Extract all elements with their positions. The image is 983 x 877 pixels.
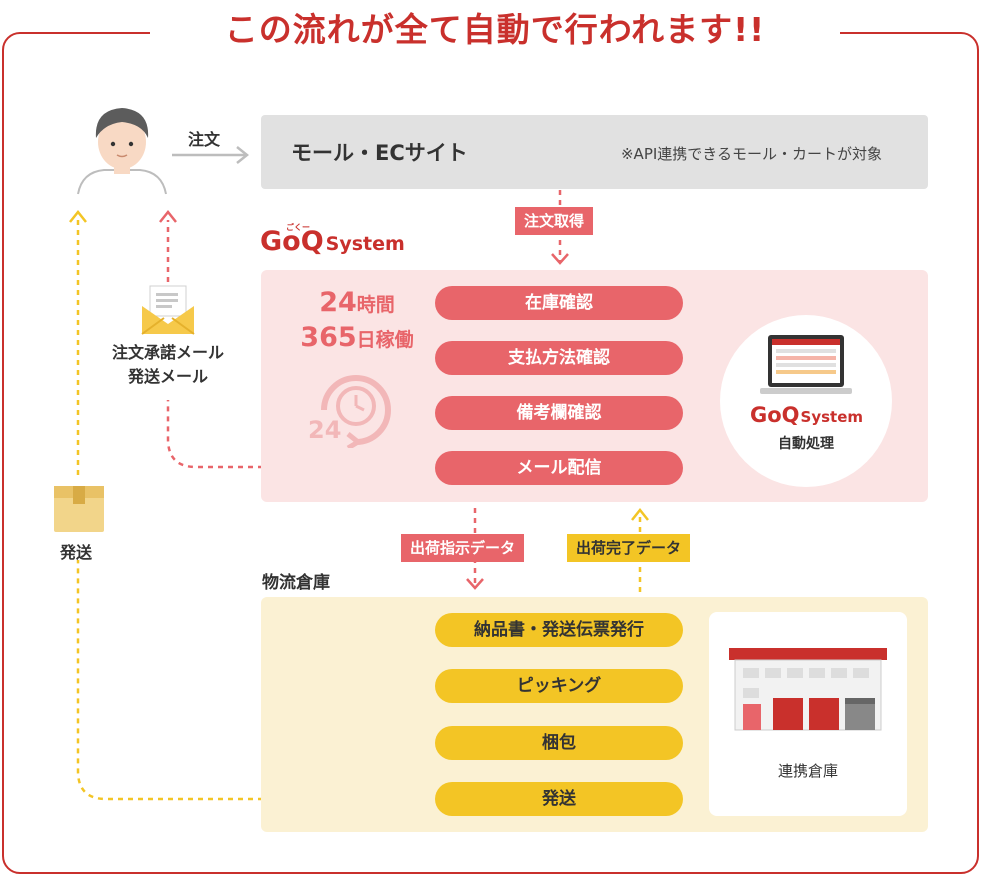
customer-avatar-icon — [77, 108, 167, 195]
clock-24-icon: 24 — [308, 375, 391, 448]
hours-unit: 時間 — [356, 294, 395, 316]
step-invoice-issue: 納品書・発送伝票発行 — [435, 613, 683, 647]
warehouse-building-icon — [729, 648, 887, 731]
mail-envelope-icon — [141, 285, 195, 335]
order-label: 注文 — [188, 130, 221, 149]
partner-warehouse-card: 連携倉庫 — [709, 612, 907, 816]
goq-logo-small-main: GoQ — [750, 403, 800, 427]
step-packing: 梱包 — [435, 726, 683, 760]
ship-label: 発送 — [60, 543, 93, 562]
page-title: この流れが全て自動で行われます!! — [224, 10, 766, 49]
ship-complete-tag: 出荷完了データ — [567, 534, 691, 562]
step-inventory-check: 在庫確認 — [435, 286, 683, 320]
hours-number: 24 — [319, 287, 357, 318]
ship-return-line — [69, 209, 433, 801]
order-fetch-tag: 注文取得 — [515, 207, 594, 235]
days-number: 365 — [300, 322, 357, 353]
step-picking: ピッキング — [435, 669, 683, 703]
mail-label-line1: 注文承諾メール — [111, 343, 224, 362]
ship-instruction-tag: 出荷指示データ — [401, 534, 525, 562]
step-notes-check: 備考欄確認 — [435, 396, 683, 430]
mail-return-line — [159, 209, 433, 469]
mall-title: モール・ECサイト — [291, 141, 468, 165]
mall-note: ※API連携できるモール・カートが対象 — [620, 145, 882, 163]
package-box-icon — [54, 486, 104, 532]
goq-logo-small-system: System — [800, 408, 864, 426]
mail-label-line2: 発送メール — [127, 367, 208, 386]
mall-box: モール・ECサイト ※API連携できるモール・カートが対象 — [261, 115, 928, 189]
uptime-badge: 24時間 365日稼働 — [282, 287, 432, 357]
order-fetch-line — [551, 190, 569, 265]
warehouse-title: 物流倉庫 — [262, 573, 330, 593]
ship-instruction-line — [466, 508, 484, 590]
mail-label: 注文承諾メール 発送メール — [90, 341, 246, 389]
goq-logo-main: GoQ — [260, 226, 324, 257]
auto-process-label: 自動処理 — [778, 436, 834, 452]
step-mail-delivery: メール配信 — [435, 451, 683, 485]
clock-24-text: 24 — [308, 416, 341, 444]
title-banner: この流れが全て自動で行われます!! — [150, 0, 840, 60]
step-payment-check: 支払方法確認 — [435, 341, 683, 375]
auto-process-card: GoQSystem 自動処理 — [720, 315, 892, 487]
laptop-icon — [760, 335, 852, 394]
order-arrow — [172, 146, 250, 164]
step-shipping: 発送 — [435, 782, 683, 816]
goq-logo-ruby: ごくー — [286, 223, 310, 232]
goq-logo-system: System — [325, 233, 405, 255]
goq-logo-small: GoQSystem — [750, 403, 863, 427]
partner-warehouse-label: 連携倉庫 — [777, 762, 838, 780]
ship-complete-line — [631, 507, 649, 592]
days-unit: 日稼働 — [356, 329, 414, 351]
